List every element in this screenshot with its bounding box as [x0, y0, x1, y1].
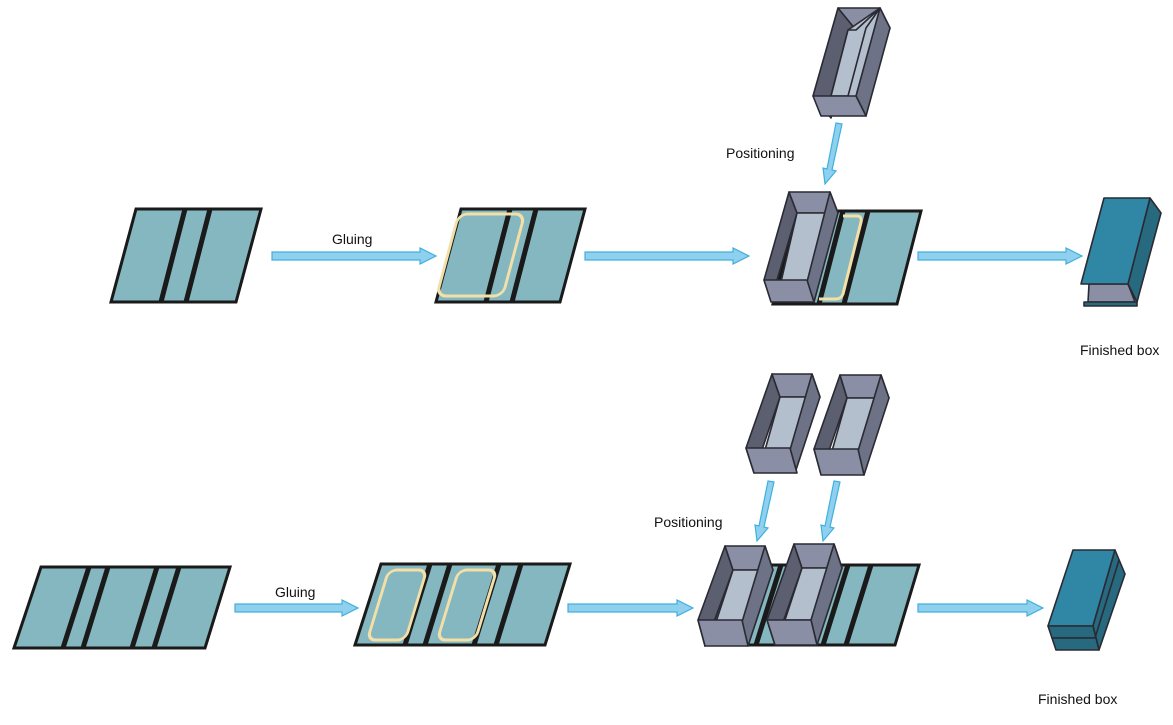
crease-line [483, 208, 513, 303]
arrow-positioning-down-right: Positioning [654, 480, 841, 543]
row-single-tray: Gluing Positioning [109, 7, 1162, 358]
tray-front [813, 448, 865, 476]
arrow-down-icon [754, 480, 775, 543]
finished-box-single: Finished box [1080, 197, 1162, 358]
board-panel [11, 565, 233, 650]
board-panel [434, 207, 587, 304]
glue-area [437, 212, 525, 298]
arrow-to-finished [917, 247, 1084, 265]
finished-box-double: Finished box [1038, 549, 1126, 707]
tray-front [697, 619, 749, 647]
tray-positioned-board [763, 191, 923, 306]
arrow-to-positioning [567, 599, 695, 617]
flat-board-3-panel [109, 207, 263, 304]
flat-board-5-panel [11, 565, 233, 650]
glued-board-single [434, 207, 587, 304]
arrow-gluing: Gluing [234, 584, 360, 617]
tray-front [812, 95, 867, 117]
box-top [1080, 197, 1151, 285]
crease-line [158, 208, 188, 303]
box-edge [1094, 559, 1120, 639]
crease-line [80, 566, 111, 649]
arrow-to-positioning [584, 247, 751, 265]
crease-line [151, 566, 182, 649]
box-bottom [1083, 301, 1138, 307]
finished-box-label: Finished box [1038, 691, 1117, 707]
board-panel [109, 207, 263, 304]
tray-front [766, 619, 818, 646]
crease-line [841, 210, 871, 305]
crease-line [820, 564, 851, 646]
arrow-right-icon [567, 599, 695, 617]
arrow-to-finished [917, 599, 1045, 617]
crease-line [129, 566, 160, 649]
arrow-positioning-down-left [754, 480, 775, 543]
row-double-tray: Gluing [11, 373, 1126, 707]
tray-front [745, 447, 798, 474]
arrow-gluing: Gluing [271, 231, 438, 265]
crease-line [753, 564, 784, 646]
crease-line [843, 564, 874, 646]
gluing-label: Gluing [332, 231, 372, 247]
box-layer [1047, 625, 1097, 639]
positioning-label: Positioning [654, 514, 723, 530]
glue-area [367, 568, 427, 642]
positioning-label: Positioning [726, 145, 795, 161]
arrow-right-icon [917, 247, 1084, 265]
arrow-down-icon [822, 122, 843, 186]
gluing-label: Gluing [275, 584, 315, 600]
glue-area [819, 214, 863, 301]
tray-incoming-right [813, 374, 890, 476]
finished-box-label: Finished box [1080, 342, 1159, 358]
arrow-right-icon [917, 599, 1045, 617]
tray-incoming [812, 7, 891, 119]
tray-front [763, 279, 815, 303]
arrow-right-icon [271, 247, 438, 265]
arrow-right-icon [234, 599, 360, 617]
glued-board-double [352, 562, 573, 647]
arrow-right-icon [584, 247, 751, 265]
trays-positioned-board [697, 543, 922, 647]
crease-line [183, 208, 213, 303]
crease-line [60, 566, 92, 649]
arrow-positioning-down: Positioning [726, 122, 843, 186]
crease-line [509, 208, 539, 303]
glue-area [437, 568, 497, 642]
arrow-down-icon [820, 480, 841, 543]
tray-incoming-left [745, 373, 821, 474]
box-base [1087, 283, 1136, 303]
crease-line [493, 563, 524, 646]
crease-line [816, 210, 846, 305]
crease-line [422, 563, 453, 646]
box-layer [1051, 637, 1100, 651]
